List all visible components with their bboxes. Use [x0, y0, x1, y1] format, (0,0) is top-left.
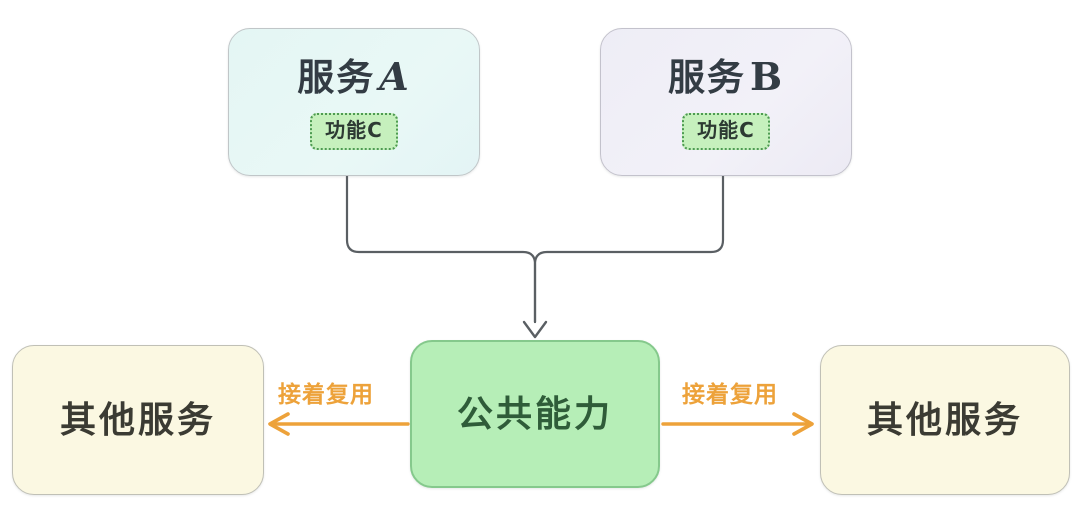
connector-service-a-to-common — [345, 161, 537, 324]
edge-label-reuse-left: 接着复用 — [278, 381, 374, 407]
arrowhead-left-icon — [268, 412, 290, 436]
edge-label-reuse-right: 接着复用 — [682, 381, 778, 407]
arrowhead-right-icon — [792, 412, 814, 436]
node-service-a-title-latin: A — [379, 54, 411, 100]
node-service-b-title-cn: 服务 — [667, 57, 746, 99]
node-service-b-title-latin: B — [749, 54, 785, 100]
badge-service-b-feature-c[interactable]: 功能C — [682, 112, 770, 150]
connector-service-b-to-common — [533, 161, 725, 324]
node-other-service-left[interactable]: 其他服务 — [12, 345, 264, 495]
badge-service-b-label-cn: 功能 — [697, 119, 740, 142]
node-other-service-left-title: 其他服务 — [59, 399, 216, 441]
badge-service-a-label-cn: 功能 — [325, 119, 368, 142]
arrowhead-down-icon — [522, 320, 548, 339]
badge-service-b-label-latin: C — [739, 117, 755, 142]
node-service-a-title-cn: 服务 — [297, 57, 376, 99]
node-other-service-right[interactable]: 其他服务 — [820, 345, 1070, 495]
node-common-capability-title: 公共能力 — [456, 393, 613, 435]
badge-service-a-feature-c[interactable]: 功能C — [310, 112, 398, 150]
node-common-capability[interactable]: 公共能力 — [410, 340, 660, 488]
badge-service-a-label-latin: C — [367, 117, 383, 142]
node-other-service-right-title: 其他服务 — [866, 399, 1023, 441]
